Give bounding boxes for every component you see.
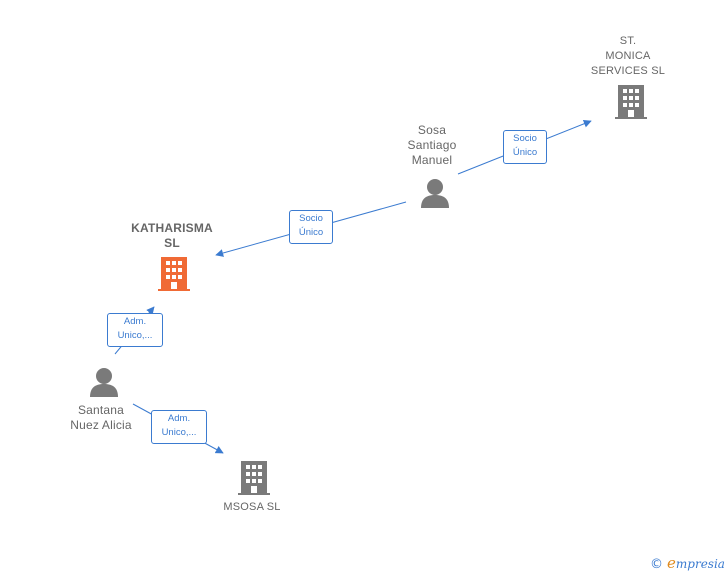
node-label-katharisma[interactable]: KATHARISMA SL [131,221,213,250]
building-icon-highlighted[interactable] [158,256,190,291]
person-icon[interactable] [88,367,120,397]
building-icon[interactable] [238,460,270,495]
edge-label-santana-katharisma[interactable]: Adm. Unico,... [107,313,163,347]
brand-initial: e [667,554,676,572]
building-icon[interactable] [615,84,647,119]
person-icon[interactable] [419,178,451,208]
node-label-st-monica[interactable]: ST. MONICA SERVICES SL [590,35,666,77]
brand-logo[interactable]: © empresia [650,554,725,572]
edge-label-sosa-st-monica[interactable]: Socio Único [503,130,547,164]
node-label-sosa[interactable]: Sosa Santiago Manuel [407,123,457,167]
edge-label-sosa-katharisma[interactable]: Socio Único [289,210,333,244]
brand-name: mpresia [675,557,725,571]
copyright-symbol: © [650,557,663,572]
node-label-msosa[interactable]: MSOSA SL [223,501,281,513]
edge-label-santana-msosa[interactable]: Adm. Unico,... [151,410,207,444]
node-label-santana[interactable]: Santana Nuez Alicia [70,403,132,432]
